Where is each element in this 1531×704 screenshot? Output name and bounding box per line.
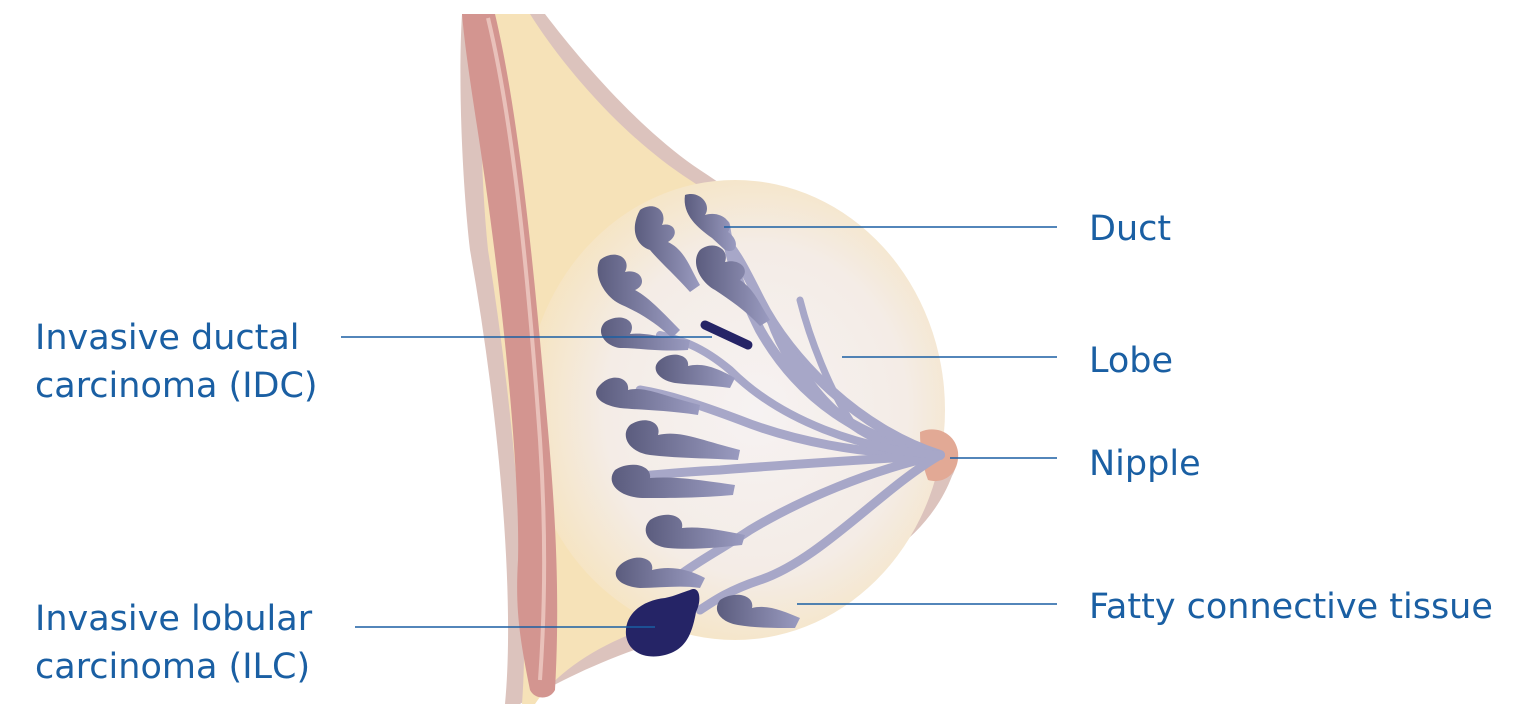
label-idc-line-1: Invasive ductal bbox=[35, 314, 318, 362]
label-fatty-connective-tissue: Fatty connective tissue bbox=[1089, 583, 1493, 631]
label-ilc-line-1: Invasive lobular bbox=[35, 595, 312, 643]
label-nipple: Nipple bbox=[1089, 440, 1201, 488]
label-duct: Duct bbox=[1089, 205, 1171, 253]
label-ilc-line-2: carcinoma (ILC) bbox=[35, 643, 312, 691]
label-idc-line-2: carcinoma (IDC) bbox=[35, 362, 318, 410]
label-invasive-lobular-carcinoma: Invasive lobular carcinoma (ILC) bbox=[35, 595, 312, 691]
label-lobe: Lobe bbox=[1089, 337, 1173, 385]
label-invasive-ductal-carcinoma: Invasive ductal carcinoma (IDC) bbox=[35, 314, 318, 410]
